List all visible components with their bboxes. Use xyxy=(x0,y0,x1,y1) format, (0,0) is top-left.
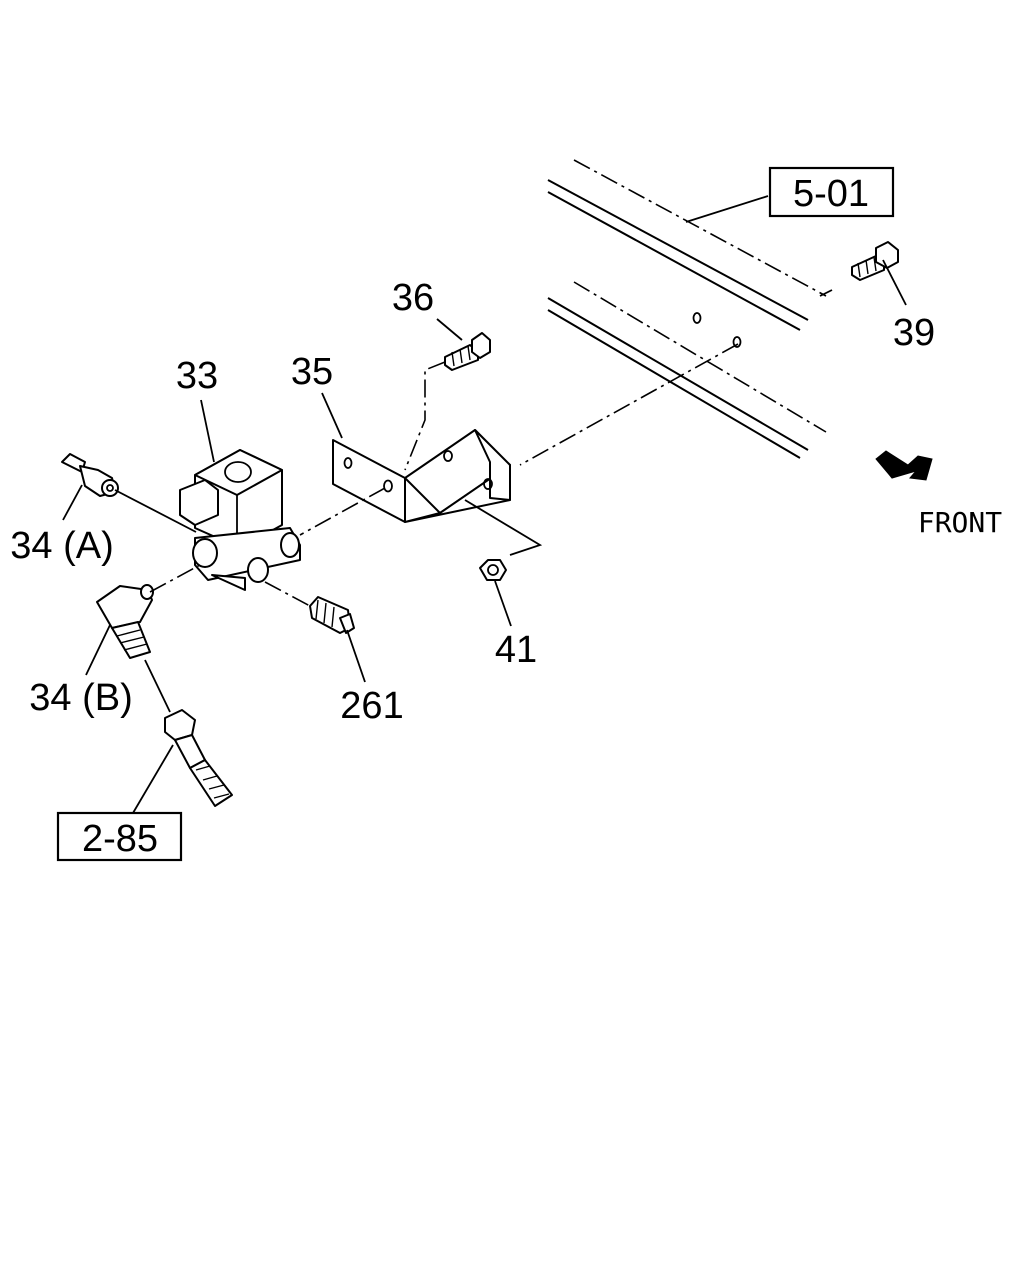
bracket-35 xyxy=(332,429,511,523)
ref-box-hose xyxy=(56,811,183,862)
part-label-41: 41 xyxy=(495,629,537,671)
part-label-35: 35 xyxy=(291,351,333,393)
part-label-33: 33 xyxy=(176,355,218,397)
nut-41 xyxy=(479,559,507,581)
fitting-34b xyxy=(96,584,154,659)
bolt-39 xyxy=(851,241,899,281)
part-label-36: 36 xyxy=(392,277,434,319)
frame-rail xyxy=(547,159,833,459)
front-arrow-icon xyxy=(875,450,933,481)
bolt-36 xyxy=(444,332,491,371)
plug-261 xyxy=(309,596,355,634)
part-label-34b: 34 (B) xyxy=(29,677,132,719)
leader-lines xyxy=(62,195,907,814)
assembly-lines xyxy=(114,343,739,713)
solenoid-valve-33 xyxy=(179,449,301,591)
part-label-39: 39 xyxy=(893,312,935,354)
part-label-261: 261 xyxy=(340,685,403,727)
part-label-34a: 34 (A) xyxy=(10,525,113,567)
ref-label-frame[interactable]: 5-01 xyxy=(793,173,869,215)
ref-label-hose[interactable]: 2-85 xyxy=(82,818,158,860)
hose-end xyxy=(164,709,233,807)
ref-box-frame xyxy=(768,166,895,218)
front-label: FRONT xyxy=(918,506,1002,539)
fitting-34a xyxy=(61,453,119,497)
